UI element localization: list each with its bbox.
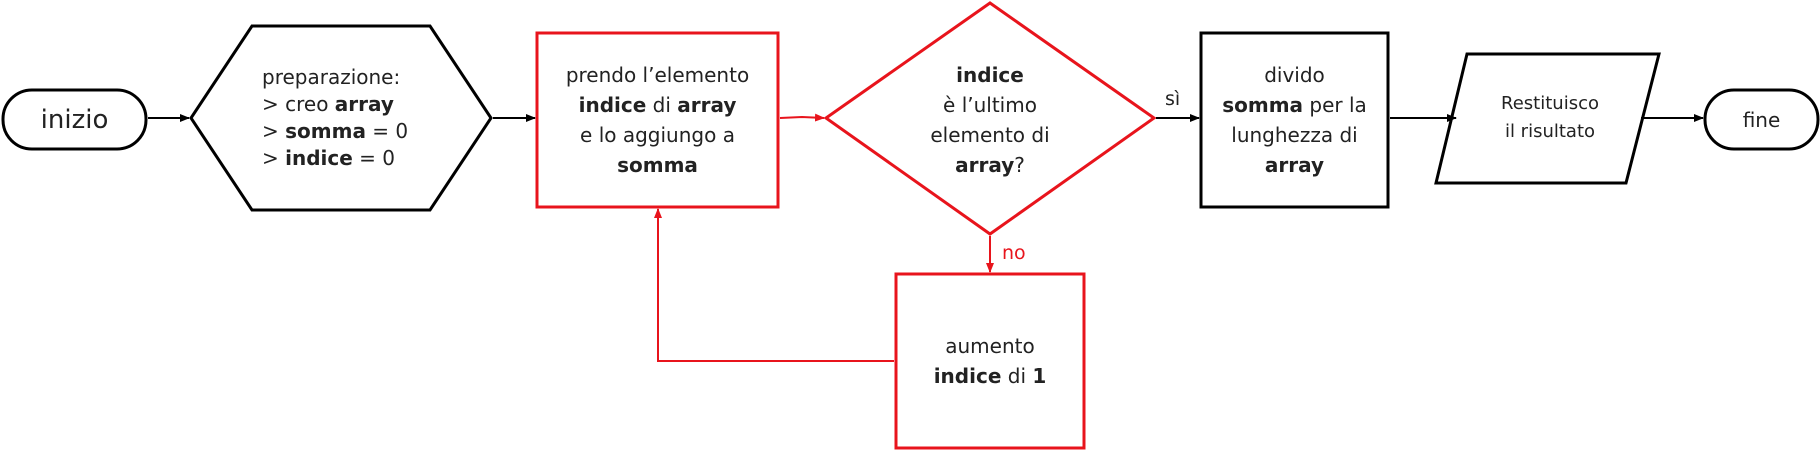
prendo-text: prendo l’elemento indice di array e lo a… (537, 60, 778, 180)
edge-prendo-to-decision (779, 113, 825, 122)
end-label: fine (1742, 107, 1781, 132)
aumento-text: aumento indice di 1 (896, 331, 1084, 391)
edge-label-si: sì (1165, 88, 1181, 110)
decision-line-1: indice (956, 63, 1024, 87)
output-line-1: Restituisco (1501, 93, 1599, 114)
divido-line-3: lunghezza di (1231, 123, 1358, 147)
divido-line-4: array (1264, 153, 1325, 177)
decision-line-4: array? (955, 153, 1025, 177)
process-prendo-box (535, 31, 780, 209)
divido-line-2: somma per la (1222, 93, 1367, 117)
preparation-text: preparazione: > creo array > somma = 0 >… (262, 62, 432, 174)
output-line-2: il risultato (1504, 121, 1596, 142)
divido-text: divido somma per la lunghezza di array (1201, 60, 1388, 180)
end-terminal (1703, 88, 1820, 151)
decision-line-2: è l’ultimo (943, 93, 1037, 117)
prendo-line-3: e lo aggiungo a (580, 123, 735, 147)
aumento-line-1: aumento (945, 334, 1035, 358)
output-parallelogram (1434, 52, 1661, 185)
start-terminal (1, 88, 148, 151)
decision-text: indice è l’ultimo elemento di array? (890, 60, 1090, 180)
process-aumento-box (894, 272, 1086, 450)
prendo-line-4: somma (617, 153, 698, 177)
edge-label-no: no (1002, 242, 1026, 264)
edge-aumento-loop-back (654, 208, 894, 362)
start-label: inizio (40, 104, 109, 135)
aumento-line-2: indice di 1 (933, 364, 1047, 388)
decision-line-3: elemento di (930, 123, 1050, 147)
prep-line-1: preparazione: (262, 65, 401, 89)
prep-line-3: > somma = 0 (262, 119, 409, 143)
prep-line-4: > indice = 0 (262, 146, 396, 170)
prendo-line-2: indice di array (578, 93, 737, 117)
process-divido-box (1199, 31, 1390, 209)
prendo-line-1: prendo l’elemento (565, 63, 750, 87)
decision-diamond (823, 1, 1157, 236)
divido-line-1: divido (1264, 63, 1325, 87)
prep-line-2: > creo array (262, 92, 394, 116)
preparation-hexagon (189, 24, 493, 212)
output-text: Restituisco il risultato (1470, 88, 1630, 148)
